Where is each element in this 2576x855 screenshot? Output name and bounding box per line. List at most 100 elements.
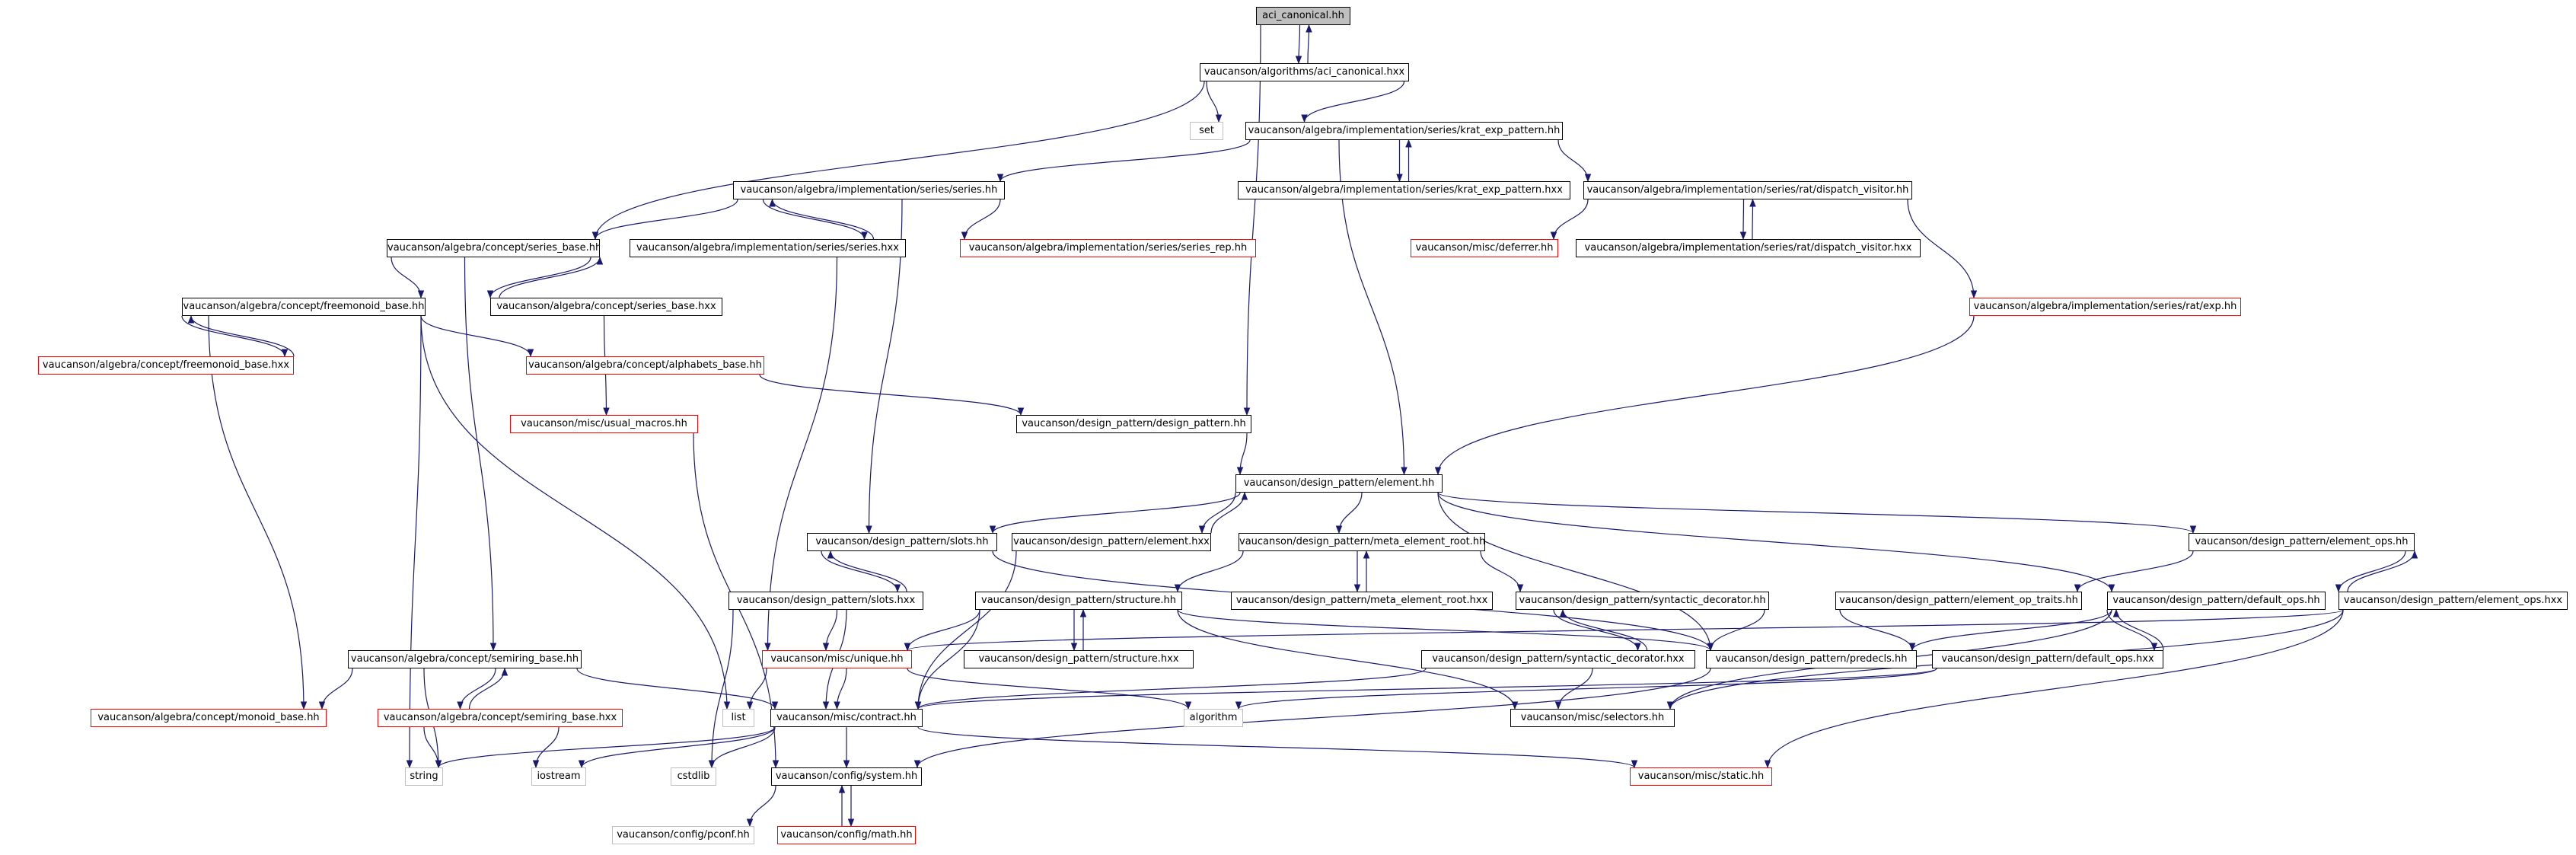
node-usual-macros-hh[interactable]: vaucanson/misc/usual_macros.hh xyxy=(510,415,698,433)
node-element-ops-hh[interactable]: vaucanson/design_pattern/element_ops.hh xyxy=(2189,533,2415,551)
edge-semiring-base-hxx-to-iostream xyxy=(532,726,560,769)
node-unique-hh[interactable]: vaucanson/misc/unique.hh xyxy=(762,650,912,668)
edge-element-hh-to-element-hxx xyxy=(1198,492,1236,534)
edge-element-hxx-to-element-hh xyxy=(1210,491,1248,534)
edge-element-ops-hxx-to-unique-hh xyxy=(904,609,2344,652)
edge-contract-hh-to-static-hh xyxy=(917,726,1637,769)
edge-contract-hh-to-iostream xyxy=(578,726,776,769)
node-slots-hxx[interactable]: vaucanson/design_pattern/slots.hxx xyxy=(728,592,923,610)
node-series-rep-hh[interactable]: vaucanson/algebra/implementation/series/… xyxy=(960,239,1256,257)
node-rat-exp-hh[interactable]: vaucanson/algebra/implementation/series/… xyxy=(1969,298,2241,316)
edge-slots-hxx-to-unique-hh xyxy=(822,609,838,652)
node-alphabets-base-hh[interactable]: vaucanson/algebra/concept/alphabets_base… xyxy=(526,356,764,375)
node-syntactic-decorator-hh[interactable]: vaucanson/design_pattern/syntactic_decor… xyxy=(1516,592,1769,610)
node-aci-canonical-hxx[interactable]: vaucanson/algorithms/aci_canonical.hxx xyxy=(1200,63,1409,81)
node-design-pattern-hh[interactable]: vaucanson/design_pattern/design_pattern.… xyxy=(1016,415,1251,433)
edge-element-hh-to-slots-hh xyxy=(989,492,1241,534)
edge-default-ops-hxx-to-default-ops-hh xyxy=(2112,608,2164,651)
edge-aci-canonical-hxx-to-series-base-hh xyxy=(591,81,1205,241)
node-freemonoid-base-hxx[interactable]: vaucanson/algebra/concept/freemonoid_bas… xyxy=(38,356,294,375)
edge-rat-exp-hh-to-element-hh xyxy=(1434,315,1975,476)
edge-structure-hh-to-predecls-hh xyxy=(1177,609,1714,652)
edge-krat-exp-pattern-hh-to-dispatch-visitor-hh xyxy=(1557,139,1592,183)
edge-dispatch-visitor-hh-to-rat-exp-hh xyxy=(1907,199,1978,299)
edge-element-hh-to-default-ops-hh xyxy=(1437,492,2115,593)
node-list: list xyxy=(722,709,754,727)
edge-series-base-hxx-to-series-base-hh xyxy=(499,256,604,298)
edge-meta-element-root-hh-to-structure-hh xyxy=(1174,550,1244,593)
node-structure-hxx[interactable]: vaucanson/design_pattern/structure.hxx xyxy=(964,650,1194,668)
node-slots-hh[interactable]: vaucanson/design_pattern/slots.hh xyxy=(807,533,997,551)
edge-series-hh-to-series-hxx xyxy=(762,199,868,241)
node-monoid-base-hh[interactable]: vaucanson/algebra/concept/monoid_base.hh xyxy=(91,709,327,727)
node-system-hh[interactable]: vaucanson/config/system.hh xyxy=(771,767,922,786)
edge-aci-canonical-hh-to-aci-canonical-hxx xyxy=(1295,24,1302,65)
edge-aci-canonical-hxx-to-aci-canonical-hh xyxy=(1306,24,1312,64)
node-syntactic-decorator-hxx[interactable]: vaucanson/design_pattern/syntactic_decor… xyxy=(1421,650,1695,668)
edge-krat-exp-pattern-hh-to-series-hh xyxy=(996,139,1251,183)
edge-semiring-base-hh-to-contract-hh xyxy=(576,668,779,710)
edge-series-hh-to-series-rep-hh xyxy=(961,199,1001,241)
node-string: string xyxy=(405,767,443,786)
node-element-op-traits-hh[interactable]: vaucanson/design_pattern/element_op_trai… xyxy=(1835,592,2082,610)
node-freemonoid-base-hh[interactable]: vaucanson/algebra/concept/freemonoid_bas… xyxy=(182,298,426,316)
edge-dispatch-visitor-hxx-to-dispatch-visitor-hh xyxy=(1749,198,1756,240)
edge-system-hh-to-pconf-hh xyxy=(746,785,776,828)
edge-default-ops-hh-to-predecls-hh xyxy=(1908,609,2112,652)
node-default-ops-hxx[interactable]: vaucanson/design_pattern/default_ops.hxx xyxy=(1932,650,2163,668)
edge-slots-hxx-to-slots-hh xyxy=(827,550,907,592)
node-series-base-hh[interactable]: vaucanson/algebra/concept/series_base.hh xyxy=(387,239,600,257)
edge-syntactic-decorator-hh-to-predecls-hh xyxy=(1707,609,1765,652)
node-default-ops-hh[interactable]: vaucanson/design_pattern/default_ops.hh xyxy=(2107,592,2326,610)
edge-aci-canonical-hxx-to-krat-exp-pattern-hh xyxy=(1301,81,1405,123)
edge-series-hh-to-slots-hh xyxy=(866,199,903,534)
node-meta-element-root-hxx[interactable]: vaucanson/design_pattern/meta_element_ro… xyxy=(1231,592,1493,610)
node-deferrer-hh[interactable]: vaucanson/misc/deferrer.hh xyxy=(1411,239,1558,257)
edge-structure-hh-to-contract-hh xyxy=(914,609,980,710)
node-element-ops-hxx[interactable]: vaucanson/design_pattern/element_ops.hxx xyxy=(2338,592,2568,610)
edge-semiring-base-hh-to-monoid-base-hh xyxy=(318,668,353,710)
edge-freemonoid-base-hh-to-freemonoid-base-hxx xyxy=(181,315,289,358)
edge-element-hh-to-meta-element-root-hh xyxy=(1335,492,1363,534)
node-selectors-hh[interactable]: vaucanson/misc/selectors.hh xyxy=(1510,709,1675,727)
node-series-hh[interactable]: vaucanson/algebra/implementation/series/… xyxy=(733,181,1005,199)
node-contract-hh[interactable]: vaucanson/misc/contract.hh xyxy=(770,709,923,727)
node-dispatch-visitor-hxx[interactable]: vaucanson/algebra/implementation/series/… xyxy=(1576,239,1921,257)
node-element-hh[interactable]: vaucanson/design_pattern/element.hh xyxy=(1235,474,1443,493)
edge-structure-hh-to-selectors-hh xyxy=(1177,609,1519,710)
edge-series-hh-to-series-base-hh xyxy=(591,199,738,241)
edge-slots-hxx-to-cstdlib xyxy=(708,609,734,769)
edge-syntactic-decorator-hxx-to-contract-hh xyxy=(914,668,1427,710)
edge-freemonoid-base-hxx-to-freemonoid-base-hh xyxy=(187,314,295,357)
edge-semiring-base-hxx-to-string xyxy=(423,726,442,769)
node-krat-exp-pattern-hh[interactable]: vaucanson/algebra/implementation/series/… xyxy=(1245,122,1563,140)
edge-aci-canonical-hh-to-design-pattern-hh xyxy=(1243,24,1261,416)
node-series-base-hxx[interactable]: vaucanson/algebra/concept/series_base.hx… xyxy=(490,298,722,316)
edge-unique-hh-to-algorithm xyxy=(907,668,1192,710)
edge-element-ops-hxx-to-element-ops-hh xyxy=(2347,550,2418,592)
edge-meta-element-root-hh-to-syntactic-decorator-hh xyxy=(1480,550,1524,593)
edge-default-ops-hxx-to-contract-hh xyxy=(915,668,1937,710)
node-iostream: iostream xyxy=(531,767,586,786)
node-series-hxx[interactable]: vaucanson/algebra/implementation/series/… xyxy=(630,239,906,257)
node-predecls-hh[interactable]: vaucanson/design_pattern/predecls.hh xyxy=(1706,650,1917,668)
edge-unique-hh-to-contract-hh xyxy=(834,668,847,710)
node-element-hxx[interactable]: vaucanson/design_pattern/element.hxx xyxy=(1012,533,1211,551)
node-dispatch-visitor-hh[interactable]: vaucanson/algebra/implementation/series/… xyxy=(1583,181,1912,199)
node-meta-element-root-hh[interactable]: vaucanson/design_pattern/meta_element_ro… xyxy=(1239,533,1485,551)
node-semiring-base-hh[interactable]: vaucanson/algebra/concept/semiring_base.… xyxy=(348,650,582,668)
node-math-hh[interactable]: vaucanson/config/math.hh xyxy=(777,826,916,844)
edge-element-hxx-to-contract-hh xyxy=(914,550,1017,710)
node-structure-hh[interactable]: vaucanson/design_pattern/structure.hh xyxy=(975,592,1182,610)
edge-series-base-hh-to-freemonoid-base-hh xyxy=(391,257,425,299)
edge-krat-exp-pattern-hh-to-element-hh xyxy=(1338,139,1408,476)
node-krat-exp-pattern-hxx[interactable]: vaucanson/algebra/implementation/series/… xyxy=(1238,181,1570,199)
edge-element-ops-hh-to-element-ops-hxx xyxy=(2335,550,2406,593)
edge-design-pattern-hh-to-element-hh xyxy=(1236,432,1248,476)
node-semiring-base-hxx[interactable]: vaucanson/algebra/concept/semiring_base.… xyxy=(378,709,623,727)
node-static-hh[interactable]: vaucanson/misc/static.hh xyxy=(1630,767,1772,786)
edge-freemonoid-base-hh-to-string xyxy=(406,315,422,769)
edge-freemonoid-base-hh-to-list xyxy=(420,315,731,710)
edge-unique-hh-to-list xyxy=(746,668,767,710)
